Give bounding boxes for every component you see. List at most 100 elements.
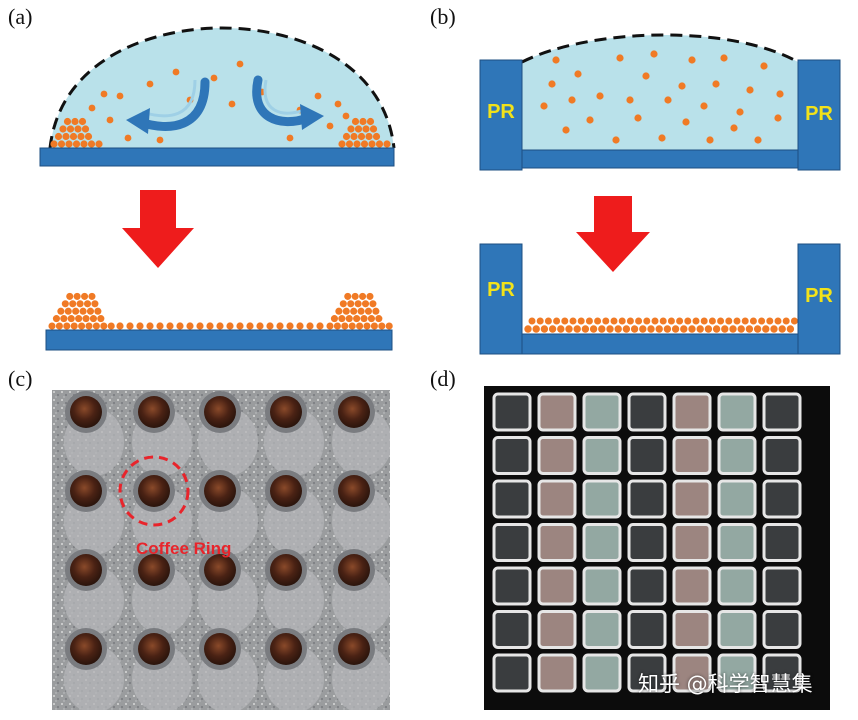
particle <box>361 300 370 308</box>
particle <box>256 322 264 330</box>
particle <box>610 317 618 325</box>
particle <box>72 307 80 315</box>
pixel-cell-green <box>717 479 757 519</box>
feature-core <box>70 396 102 428</box>
particle <box>585 317 593 325</box>
particle <box>569 317 577 325</box>
panel-a-droplet <box>48 26 396 149</box>
particle <box>770 325 778 333</box>
particle <box>602 317 610 325</box>
particle <box>72 140 81 148</box>
particle <box>596 92 604 100</box>
panel-d-pixel-grid <box>492 392 802 693</box>
particle <box>700 102 708 110</box>
pixel-cell-dark <box>762 436 802 475</box>
particle <box>88 292 96 300</box>
particle <box>73 292 81 300</box>
particle <box>91 300 99 308</box>
panel-b-particles-bottom <box>524 317 798 333</box>
coffee-ring-highlight-circle <box>118 455 190 527</box>
pixel-cell-rose <box>672 523 712 562</box>
panel-b-diagram: PR PR PR PR <box>479 33 841 355</box>
pixel-cell-green <box>717 436 757 475</box>
particle <box>354 125 363 133</box>
particle <box>385 322 393 330</box>
particle <box>754 136 762 144</box>
pixel-cell-rose <box>537 610 577 649</box>
particle <box>347 300 355 308</box>
particle <box>350 132 358 141</box>
particle <box>326 122 334 130</box>
particle <box>749 317 757 325</box>
particle <box>746 86 754 94</box>
pixel-cell-green <box>582 436 622 475</box>
coffee-ring-feature <box>332 549 390 634</box>
particle <box>286 322 294 330</box>
pixel-cell-green <box>717 566 757 606</box>
particle <box>682 118 690 126</box>
particle <box>206 322 214 330</box>
particle <box>680 325 688 333</box>
particle <box>86 307 95 315</box>
particle <box>630 325 639 333</box>
pixel-cell-green <box>717 392 757 432</box>
particle <box>589 325 598 333</box>
pixel-cell-dark <box>492 523 532 562</box>
pixel-cell-dark <box>492 479 532 519</box>
particle <box>350 307 358 315</box>
particle <box>678 82 686 90</box>
particle <box>658 134 666 142</box>
particle <box>383 140 391 148</box>
pixel-cell-rose <box>672 479 712 519</box>
particle <box>704 325 713 333</box>
particle <box>774 317 782 325</box>
particle <box>368 140 376 148</box>
particle <box>88 104 96 112</box>
pixel-cell-rose <box>537 436 577 475</box>
particle <box>276 322 284 330</box>
particle <box>351 117 360 126</box>
pixel-cell-rose <box>672 653 712 693</box>
particle <box>548 325 557 333</box>
particle <box>60 315 68 323</box>
pixel-cell-rose <box>537 392 577 432</box>
particle <box>70 322 78 330</box>
particle <box>688 325 696 333</box>
particle <box>66 292 74 300</box>
pixel-cell-dark <box>492 610 532 649</box>
coffee-ring-feature <box>64 470 124 555</box>
particle <box>65 140 73 148</box>
pixel-cell-dark <box>492 436 532 475</box>
particle <box>314 92 322 100</box>
particle <box>664 96 672 104</box>
feature-core <box>138 633 170 665</box>
panel-a-diagram <box>39 26 396 351</box>
pixel-cell-green <box>582 566 622 606</box>
particle <box>737 325 745 333</box>
pixel-cell-rose <box>537 523 577 562</box>
feature-core <box>338 554 370 586</box>
particle <box>77 132 85 141</box>
pixel-cell-dark <box>627 653 667 693</box>
particle <box>639 325 647 333</box>
particle <box>692 317 700 325</box>
particle <box>344 292 352 300</box>
particle <box>82 315 90 323</box>
coffee-ring-annotation: Coffee Ring <box>136 539 231 558</box>
particle <box>80 140 88 148</box>
particle <box>339 300 347 308</box>
particle <box>226 322 234 330</box>
pr-wall-right-bottom: PR <box>797 243 841 355</box>
particle <box>136 322 144 330</box>
particle <box>774 114 782 122</box>
particle <box>78 322 86 330</box>
particle <box>48 322 56 330</box>
pr-wall-left-top: PR <box>479 59 523 171</box>
particle <box>196 322 204 330</box>
particle <box>786 325 795 333</box>
particle <box>671 325 680 333</box>
coffee-ring-feature <box>264 549 324 634</box>
particle <box>186 322 194 330</box>
particle <box>553 317 561 325</box>
particle <box>577 317 585 325</box>
